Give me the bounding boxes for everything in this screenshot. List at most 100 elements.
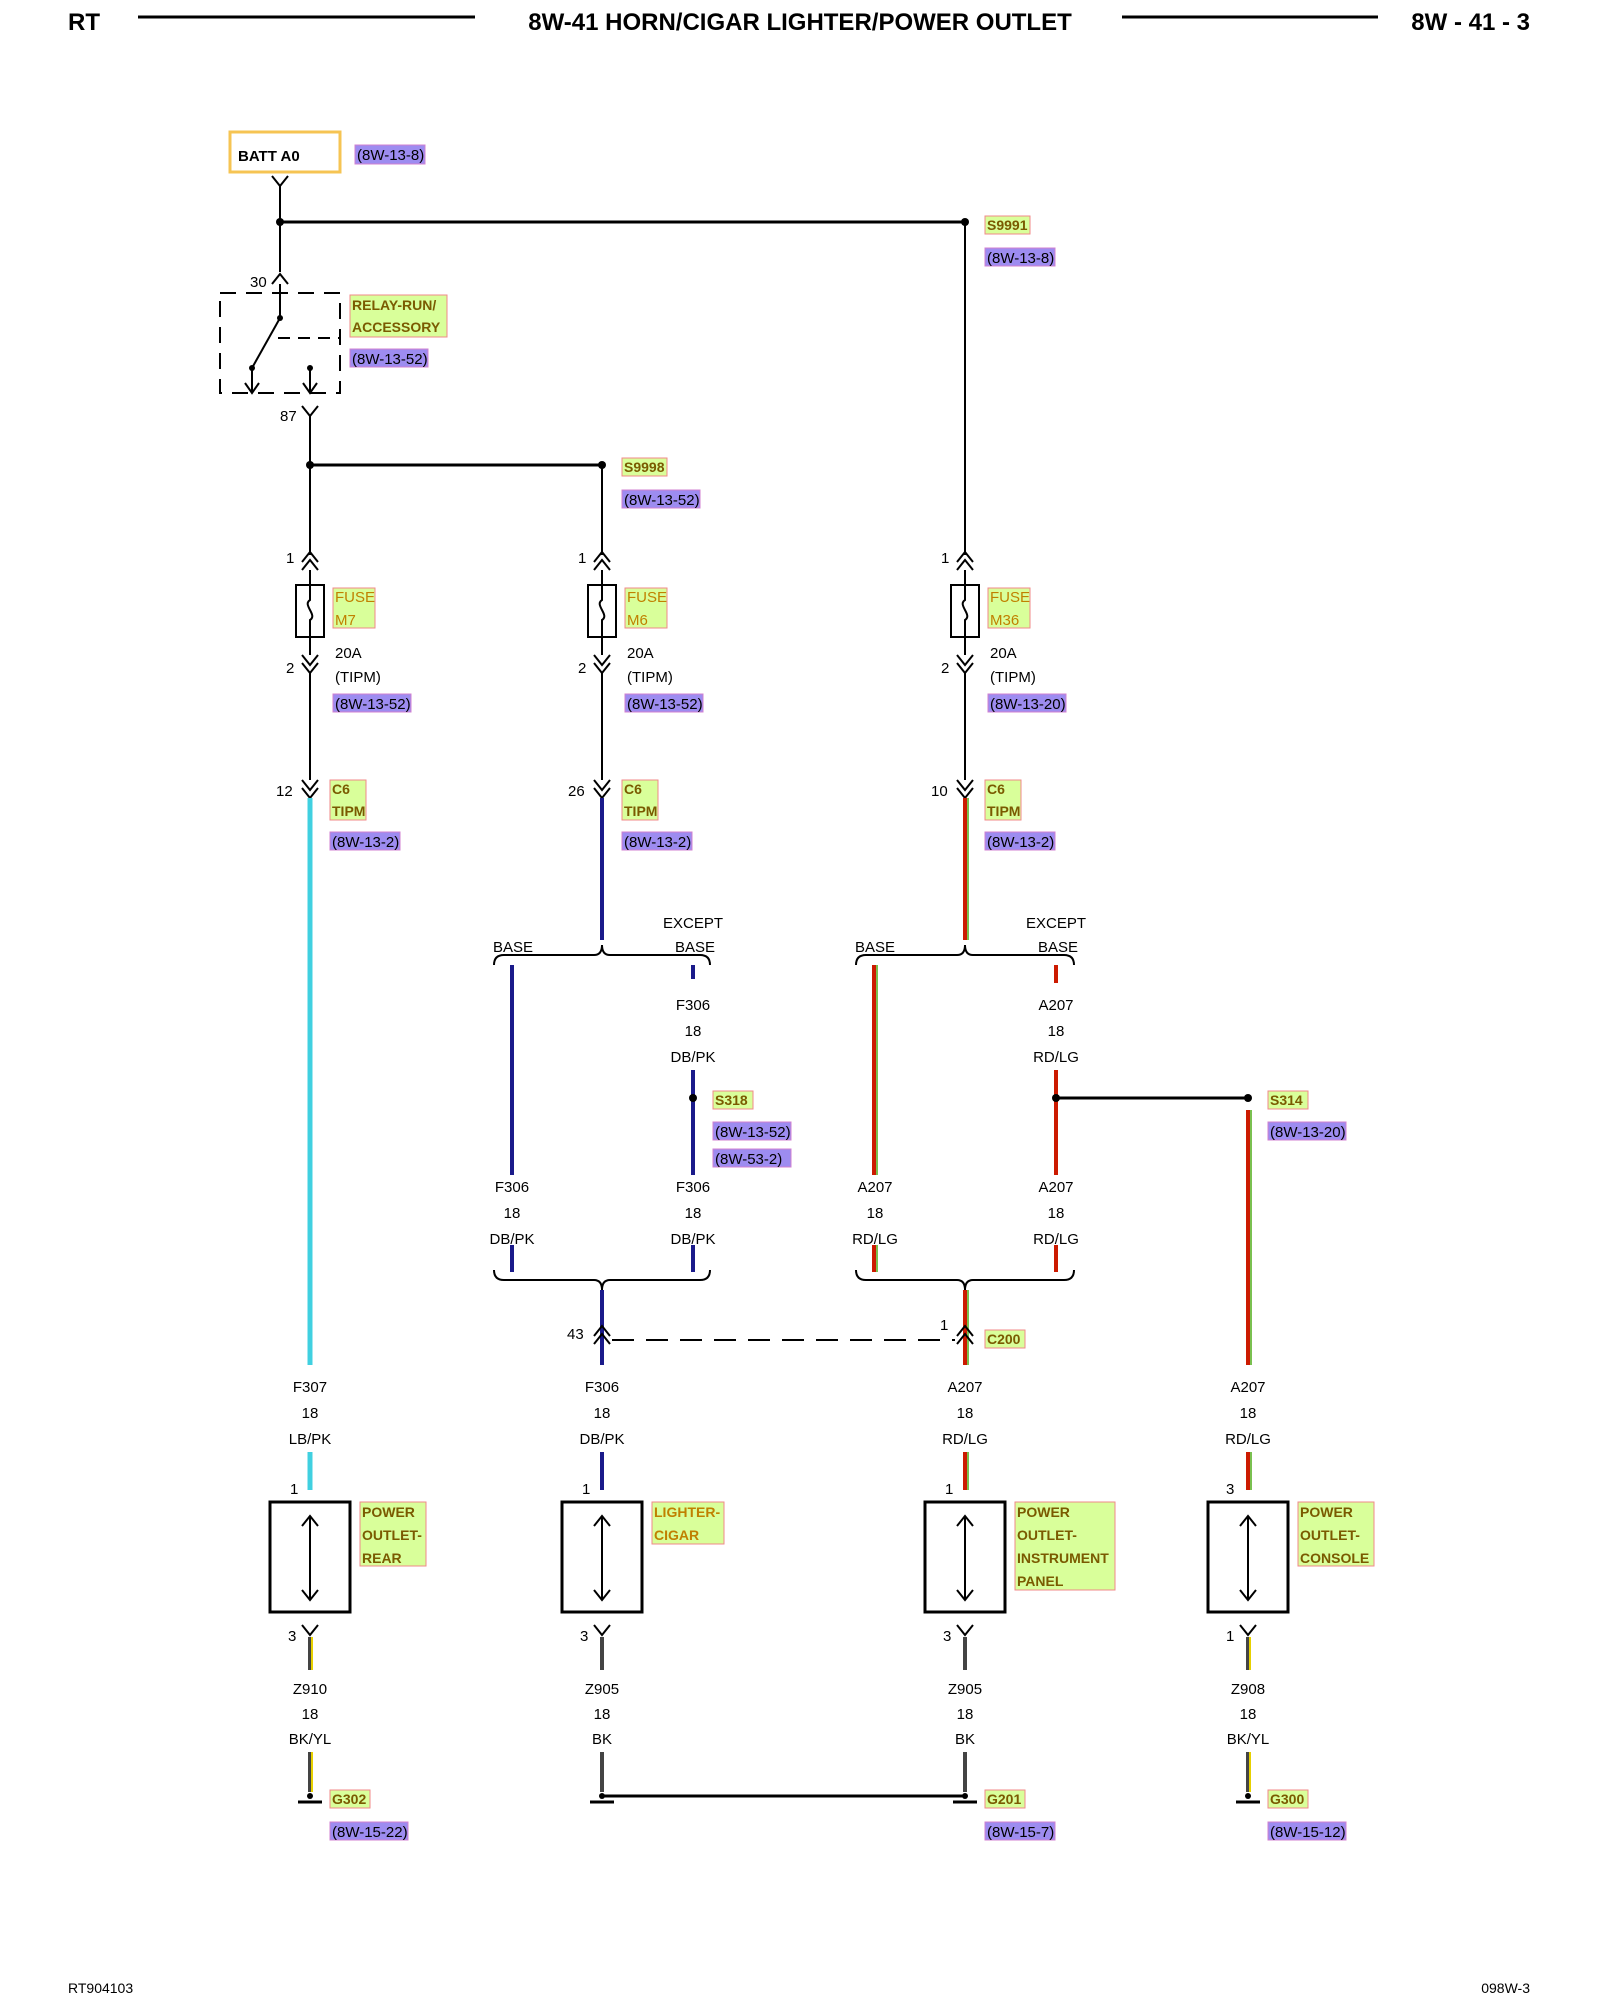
fuse-pin: 1 [286,550,294,567]
device-power-outlet-instrument-panel: 1 POWER OUTLET- INSTRUMENT PANEL 3 [923,1481,1116,1645]
batt-ref: (8W-13-8) [357,147,424,164]
c6-name: C6 [987,781,1005,797]
wire-color: DB/PK [489,1231,534,1248]
wire-color: LB/PK [289,1431,332,1448]
ground-wire-stubs: Z910 18 BK/YL Z905 18 BK Z905 18 BK Z908… [289,1637,1270,1792]
page-footer: RT904103 098W-3 [68,1980,1530,1996]
device-pin: 1 [290,1481,298,1498]
wire-gauge: 18 [867,1205,884,1222]
wire-color: BK/YL [1227,1731,1270,1748]
c6-tipm-3: 10 C6 TIPM (8W-13-2) [931,779,1056,851]
branch-except-label: EXCEPT [663,915,723,932]
fuse-pin: 2 [286,660,294,677]
branch-base-label: BASE [493,939,533,956]
wire-id: Z905 [948,1681,982,1698]
footer-right: 098W-3 [1481,1980,1530,1996]
feed-wire-labels: F307 18 LB/PK F306 18 DB/PK A207 18 RD/L… [289,1368,1271,1448]
wire-id: Z910 [293,1681,327,1698]
wire-color: DB/PK [670,1049,715,1066]
device-lighter-cigar: 1 LIGHTER- CIGAR 3 [560,1481,725,1645]
batt-a0: BATT A0 (8W-13-8) [228,130,426,222]
wire-gauge: 18 [594,1405,611,1422]
c6-ref: (8W-13-2) [332,834,399,851]
branch-except-label: EXCEPT [1026,915,1086,932]
device-feed-stubs [307,1452,1252,1490]
device-name: INSTRUMENT [1017,1550,1109,1566]
fuse-pin: 1 [578,550,586,567]
ground-tag: G302 [332,1791,366,1807]
c6-name: C6 [624,781,642,797]
fuse-ref: (8W-13-52) [335,696,411,713]
ground-ref: (8W-15-7) [987,1824,1054,1841]
wire-id: F306 [495,1179,529,1196]
branch-except-base-label: BASE [1038,939,1078,956]
wire-id: F306 [676,997,710,1014]
device-pin: 1 [945,1481,953,1498]
wire-gauge: 18 [1240,1706,1257,1723]
wire-gauge: 18 [594,1706,611,1723]
header-right: 8W - 41 - 3 [1411,9,1530,36]
fuse-loc: (TIPM) [335,669,381,686]
ground-tag: G300 [1270,1791,1304,1807]
wire-f306-column: BASE EXCEPT BASE F306 18 DB/PK S318 (8W-… [489,798,792,1365]
device-name: OUTLET- [362,1527,422,1543]
batt-label: BATT A0 [238,148,300,165]
wire-id: A207 [947,1379,982,1396]
top-bus: S9991 (8W-13-8) [276,215,1056,555]
wire-gauge: 18 [1240,1405,1257,1422]
fuse-m36: 1 2 FUSE M36 20A (TIPM) (8W-13-20) [941,550,1067,780]
fuse-name: M6 [627,612,648,629]
c6-name: TIPM [987,803,1020,819]
wire-id: A207 [1230,1379,1265,1396]
wire-color: RD/LG [942,1431,988,1448]
wire-id: F307 [293,1379,327,1396]
fuse-rating: 20A [627,645,654,662]
fuse-name: FUSE [335,589,375,606]
c6-tipm-1: 12 C6 TIPM (8W-13-2) [276,779,401,851]
relay-name-2: ACCESSORY [352,319,441,335]
s9998-bus: S9998 (8W-13-52) [306,457,701,555]
device-name: PANEL [1017,1573,1064,1589]
fuse-pin: 2 [941,660,949,677]
device-name: OUTLET- [1300,1527,1360,1543]
device-name: REAR [362,1550,402,1566]
wire-gauge: 18 [302,1706,319,1723]
ground-g302: G302 (8W-15-22) [298,1789,409,1841]
wire-id: A207 [857,1179,892,1196]
s9998-ref: (8W-13-52) [624,492,700,509]
fuse-loc: (TIPM) [627,669,673,686]
fuse-pin: 1 [941,550,949,567]
device-pin: 3 [580,1628,588,1645]
ground-tag: G201 [987,1791,1021,1807]
wire-id: A207 [1038,997,1073,1014]
fuse-name: FUSE [627,589,667,606]
relay-name-1: RELAY-RUN/ [352,297,436,313]
ground-ref: (8W-15-12) [1270,1824,1346,1841]
s318-tag: S318 [715,1092,748,1108]
device-pin: 3 [288,1628,296,1645]
wire-gauge: 18 [957,1706,974,1723]
wire-id: A207 [1038,1179,1073,1196]
c200-pin-left: 43 [567,1326,584,1343]
relay-pin-30: 30 [250,274,267,291]
s9991-tag: S9991 [987,217,1028,233]
device-power-outlet-rear: 1 POWER OUTLET- REAR 3 [268,1481,427,1645]
fuse-ref: (8W-13-20) [990,696,1066,713]
fuse-name: M36 [990,612,1019,629]
fuse-ref: (8W-13-52) [627,696,703,713]
wire-id: F306 [585,1379,619,1396]
c6-ref: (8W-13-2) [624,834,691,851]
device-name: LIGHTER- [654,1504,720,1520]
header-title: 8W-41 HORN/CIGAR LIGHTER/POWER OUTLET [528,9,1072,36]
branch-base-label: BASE [855,939,895,956]
c6-pin: 10 [931,783,948,800]
wire-gauge: 18 [1048,1023,1065,1040]
wire-gauge: 18 [685,1023,702,1040]
c200-tag: C200 [987,1331,1021,1347]
c200-connector: 43 1 C200 [567,1317,1026,1349]
fuse-m7: 1 2 FUSE M7 20A (TIPM) (8W-13-52) [286,550,412,780]
wire-gauge: 18 [302,1405,319,1422]
wire-color: DB/PK [670,1231,715,1248]
wire-color: RD/LG [852,1231,898,1248]
s9998-tag: S9998 [624,459,665,475]
